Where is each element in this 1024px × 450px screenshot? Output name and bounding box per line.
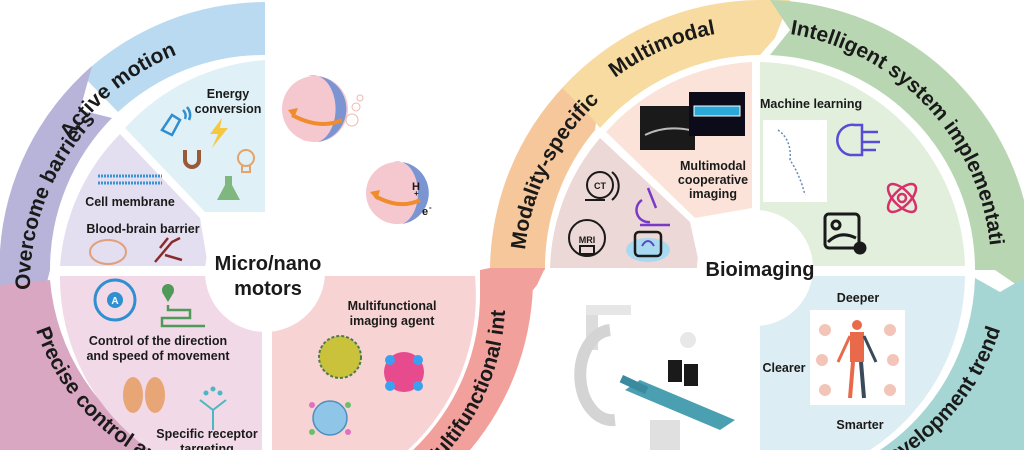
ring-active-motion xyxy=(82,2,265,112)
receptor-icon xyxy=(199,386,227,430)
flask-icon xyxy=(217,176,240,200)
mri-text: MRI xyxy=(579,235,596,245)
membrane-icon xyxy=(98,174,162,185)
ring-development-trend xyxy=(880,278,1024,450)
c-arm-imaging-system-illustration xyxy=(574,305,735,450)
hub-circle-right xyxy=(697,210,813,326)
control-label-line2: and speed of movement xyxy=(86,349,230,363)
energy-title-line2: conversion xyxy=(195,102,262,116)
human-anatomy-organs-image xyxy=(810,310,905,405)
cell-membrane-label: Cell membrane xyxy=(85,195,175,209)
lightbulb-icon xyxy=(237,149,255,173)
energy-title-line1: Energy xyxy=(207,87,249,101)
multimodal-title-line1: Multimodal xyxy=(680,159,746,173)
direction-control-icon: A xyxy=(93,278,137,322)
ring-intelligent-system xyxy=(770,0,1024,290)
microscope-icon xyxy=(635,187,670,227)
electron-label: e xyxy=(422,206,428,218)
heatmap-scan-detail xyxy=(693,105,741,117)
receptor-label-line2: targeting xyxy=(180,442,233,450)
path-planning-map xyxy=(763,120,827,202)
imaging-agent-title-line2: imaging agent xyxy=(350,314,436,328)
hub-label-line1: Micro/nano xyxy=(215,253,322,275)
smarter-label: Smarter xyxy=(836,418,883,432)
ring-multifunctional-right xyxy=(480,268,545,290)
nanoparticle-pink-icon xyxy=(384,352,424,392)
blood-vessel-icon xyxy=(154,236,183,263)
ring-overcome-barriers xyxy=(0,66,112,300)
panel-energy-conversion xyxy=(125,60,265,212)
panel-barriers xyxy=(60,134,208,266)
ultrasound-probe-icon xyxy=(160,106,192,137)
receptor-label-line1: Specific receptor xyxy=(156,427,258,441)
bbb-label: Blood-brain barrier xyxy=(86,222,199,236)
janus-motor-bubbles-icon xyxy=(282,75,364,142)
ring-multimodal xyxy=(562,0,790,128)
proton-sup: + xyxy=(414,189,419,198)
multimodal-title-line2: cooperative xyxy=(678,173,748,187)
svg-text:A: A xyxy=(111,296,118,307)
ct-text: CT xyxy=(594,181,606,191)
path-planning-route xyxy=(777,129,806,196)
electron-sup: - xyxy=(429,203,432,212)
left-diagram: Micro/nano motors Active motion Overcome… xyxy=(0,0,534,450)
route-pin-icon xyxy=(160,284,205,328)
brain-icon xyxy=(89,239,127,265)
panel-modality xyxy=(550,138,700,268)
ring-multifunctional-integration xyxy=(413,270,534,450)
panel-machine-learning xyxy=(760,62,965,266)
ai-brain-icon xyxy=(836,123,880,157)
lightning-icon xyxy=(210,118,228,148)
magnet-icon xyxy=(183,150,201,169)
proton-label: H xyxy=(412,181,420,193)
receptor-cells-icon xyxy=(123,377,165,413)
imaging-agent-title-line1: Multifunctional xyxy=(348,299,437,313)
grayscale-scan-detail xyxy=(644,127,691,136)
multimodal-title-line3: imaging xyxy=(689,187,737,201)
image-settings-icon xyxy=(823,212,867,255)
ring-precise-control xyxy=(0,280,160,450)
deeper-label: Deeper xyxy=(837,291,880,305)
hub-label-line2: motors xyxy=(234,278,302,300)
nanoparticle-blue-icon xyxy=(309,400,351,436)
machine-learning-title: Machine learning xyxy=(760,97,862,111)
ring-modality-specific xyxy=(490,85,600,270)
control-label-line1: Control of the direction xyxy=(89,334,227,348)
hub-circle xyxy=(205,212,325,332)
mri-scanner-icon: MRI xyxy=(568,219,606,257)
hub-label-bioimaging: Bioimaging xyxy=(706,259,815,281)
nanoparticle-gold-icon xyxy=(318,335,362,379)
ct-scanner-icon: CT xyxy=(585,171,620,201)
spiral-atom-icon xyxy=(886,182,918,214)
clearer-label: Clearer xyxy=(762,361,805,375)
ultrasound-icon xyxy=(626,230,670,262)
janus-motor-proton-icon: H + e - xyxy=(366,161,432,224)
